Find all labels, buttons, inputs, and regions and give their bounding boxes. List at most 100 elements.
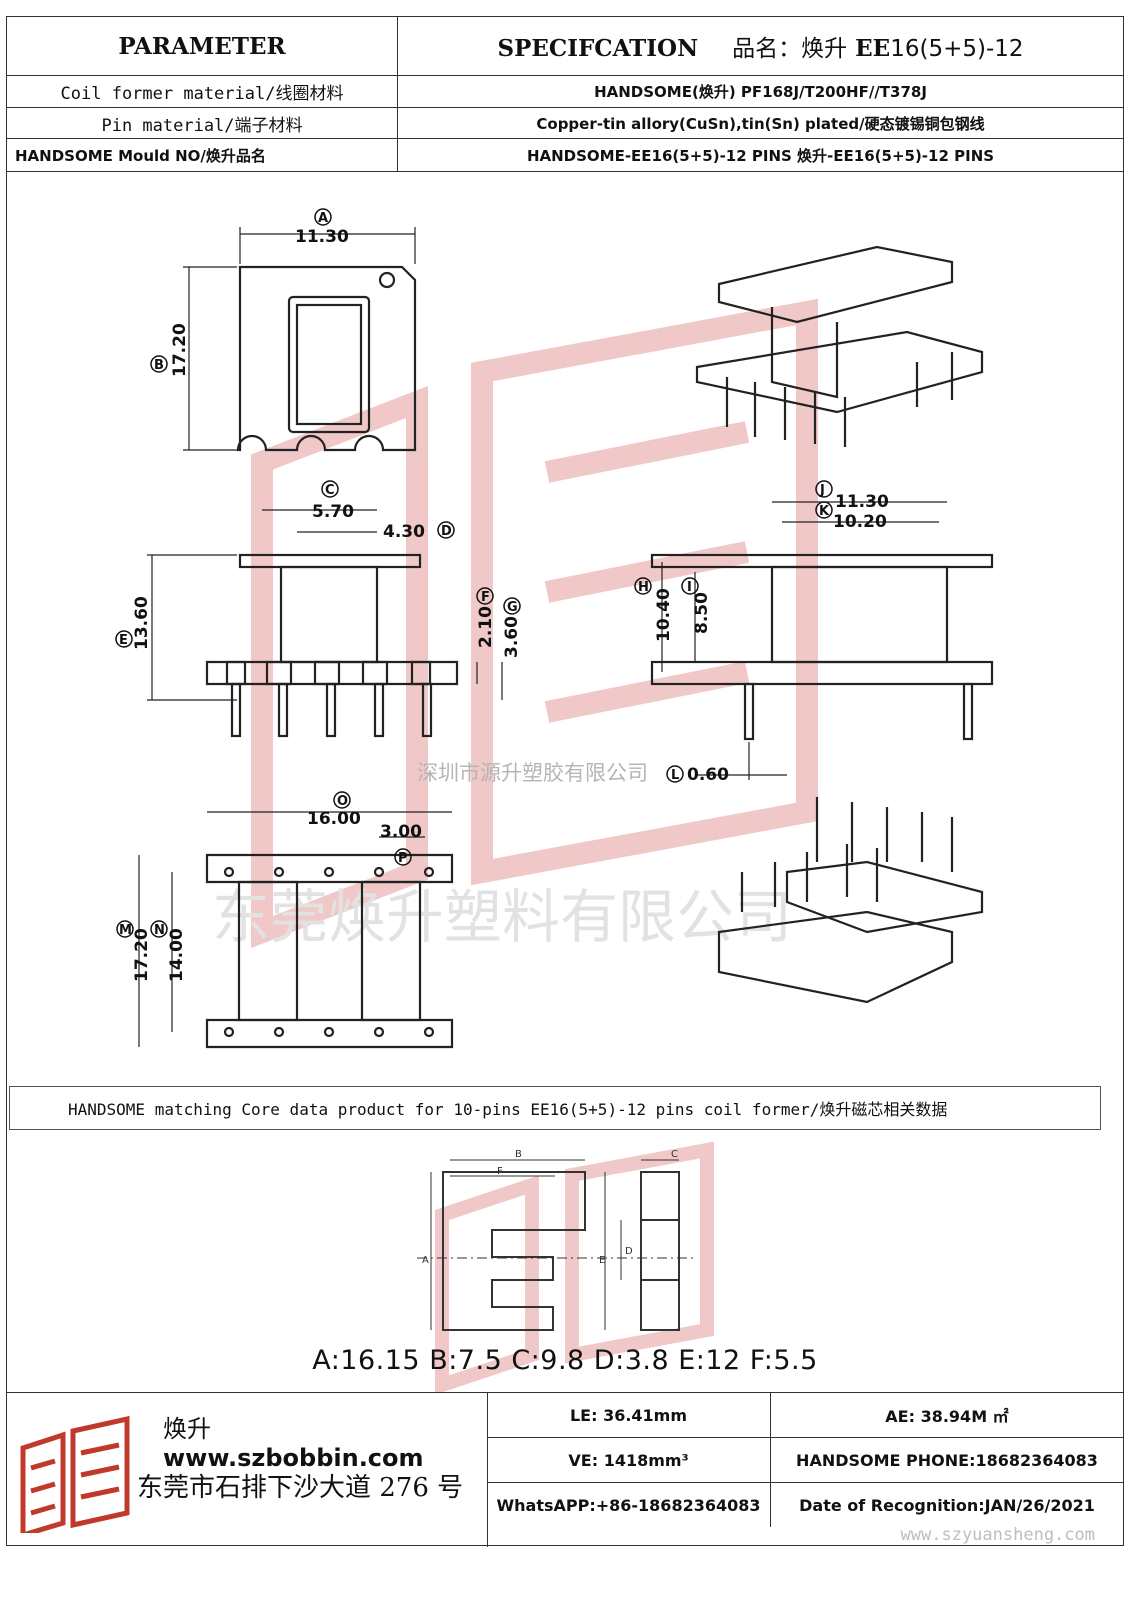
parameter-header: PARAMETER (118, 32, 286, 60)
core-side-view (640, 1171, 680, 1331)
dim-o-value: 16.00 (307, 809, 361, 829)
le-cell: LE: 36.41mm (487, 1393, 771, 1438)
letter-l: L (671, 768, 679, 783)
bottom-view-pin-holes (223, 866, 435, 1038)
parameter-header-cell: PARAMETER (7, 17, 398, 75)
brand-block: 焕升www.szbobbin.com 东莞市石排下沙大道 276 号 (7, 1393, 488, 1547)
pin-material-value: Copper-tin allory(CuSn),tin(Sn) plated/硬… (536, 114, 985, 133)
core-letter-e: E (599, 1255, 605, 1266)
core-drawing: A B C D E F (7, 1130, 1123, 1395)
core-values: A:16.15 B:7.5 C:9.8 D:3.8 E:12 F:5.5 (312, 1345, 818, 1376)
product-name-label: 品名： (732, 36, 802, 62)
pin-label-cell: Pin material/端子材料 (7, 108, 398, 138)
letter-a: A (318, 211, 328, 226)
bottom-view-leg-right (360, 880, 422, 1022)
core-svg: A B C D E F (417, 1141, 714, 1395)
top-view-outline (236, 265, 417, 452)
pin-material-label: Pin material/端子材料 (101, 115, 303, 136)
core-data-title-text: HANDSOME matching Core data product for … (68, 1100, 948, 1119)
iso-view-top (695, 245, 984, 447)
letter-g: G (507, 600, 518, 615)
drawing-svg: 东莞焕升塑料有限公司 深圳市源升塑胶有限公司 (115, 208, 994, 1049)
header-row: PARAMETER SPECIFCATION 品名：焕升 EE16(5+5)-1… (7, 17, 1123, 76)
dim-f-value: 2.10 (476, 606, 496, 648)
core-data-title: HANDSOME matching Core data product for … (9, 1086, 1101, 1130)
product-code-prefix: EE (855, 35, 891, 62)
technical-drawing: 东莞焕升塑料有限公司 深圳市源升塑胶有限公司 (7, 172, 1123, 1087)
phone-value[interactable]: HANDSOME PHONE:18682364083 (796, 1450, 1098, 1470)
spec-sheet: PARAMETER SPECIFCATION 品名：焕升 EE16(5+5)-1… (6, 16, 1124, 1547)
ve-cell: VE: 1418mm³ (487, 1438, 771, 1483)
whatsapp-value[interactable]: WhatsAPP:+86-18682364083 (496, 1495, 761, 1515)
dim-j-value: 11.30 (835, 492, 889, 512)
mould-no-label: HANDSOME Mould NO/焕升品名 (15, 146, 266, 165)
letter-n: N (154, 923, 165, 938)
dim-n-value: 14.00 (167, 928, 187, 982)
material-value-cell: HANDSOME(焕升) PF168J/T200HF//T378J (398, 76, 1123, 107)
top-view-pin1-marker (378, 271, 396, 289)
core-letter-f: F (497, 1166, 503, 1177)
website-link[interactable]: www.szbobbin.com (163, 1444, 424, 1472)
mould-label-cell: HANDSOME Mould NO/焕升品名 (7, 139, 398, 171)
phone-cell: HANDSOME PHONE:18682364083 (771, 1438, 1123, 1483)
iso-view-bottom (717, 797, 984, 1004)
company-address: 东莞市石排下沙大道 276 号 (137, 1473, 464, 1503)
top-view-window (287, 295, 371, 434)
coil-former-material-value: HANDSOME(焕升) PF168J/T200HF//T378J (594, 83, 927, 101)
front-view-core (279, 565, 379, 664)
bottom-view-top-rail (205, 853, 454, 884)
material-row: Coil former material/线圈材料 HANDSOME(焕升) P… (7, 76, 1123, 108)
letter-e: E (119, 633, 128, 648)
dimension-letters: A B C D E F G H I J K (115, 208, 833, 938)
dim-e-value: 13.60 (132, 596, 152, 650)
footer: 焕升www.szbobbin.com 东莞市石排下沙大道 276 号 LE: 3… (7, 1392, 1123, 1547)
dim-l-value: 0.60 (687, 765, 729, 785)
footer-data-grid: LE: 36.41mm AE: 38.94M ㎡ VE: 1418mm³ HAN… (487, 1393, 1123, 1547)
pin-row: Pin material/端子材料 Copper-tin allory(CuSn… (7, 108, 1123, 139)
whatsapp-cell: WhatsAPP:+86-18682364083 (487, 1483, 771, 1527)
dim-p-value: 3.00 (380, 822, 422, 842)
letter-m: M (119, 923, 132, 938)
dim-i-value: 8.50 (692, 592, 712, 634)
letter-h: H (638, 580, 649, 595)
date-cell: Date of Recognition:JAN/26/2021 (771, 1483, 1123, 1527)
ae-cell: AE: 38.94M ㎡ (771, 1393, 1123, 1438)
dim-k-value: 10.20 (833, 512, 887, 532)
ae-value: AE: 38.94M ㎡ (885, 1407, 1009, 1426)
coil-former-material-label: Coil former material/线圈材料 (60, 84, 344, 104)
core-letter-b: B (515, 1149, 522, 1160)
core-dimension-letters: A B C D E F (422, 1149, 678, 1266)
side-view-base (650, 660, 994, 686)
material-label-cell: Coil former material/线圈材料 (7, 76, 398, 107)
specification-title: SPECIFCATION (497, 35, 699, 62)
company-logo (20, 1415, 130, 1533)
dim-g-value: 3.60 (502, 616, 522, 658)
dim-b-value: 17.20 (170, 323, 190, 377)
letter-f: F (481, 590, 490, 605)
le-value: LE: 36.41mm (569, 1405, 688, 1425)
brand-cn: 焕升 (163, 1415, 211, 1443)
letter-p: P (398, 851, 408, 866)
side-view-pins (743, 682, 974, 741)
letter-o: O (337, 794, 348, 809)
product-name-brand: 焕升 (801, 36, 848, 62)
top-view-window-inner (295, 303, 363, 426)
bottom-view-bottom-rail (205, 1018, 454, 1049)
letter-b: B (154, 358, 164, 373)
dim-c-value: 5.70 (312, 502, 354, 522)
mould-row: HANDSOME Mould NO/焕升品名 HANDSOME-EE16(5+5… (7, 139, 1123, 172)
dim-m-value: 17.20 (132, 928, 152, 982)
mould-no-value: HANDSOME-EE16(5+5)-12 PINS 焕升-EE16(5+5)-… (526, 146, 995, 165)
core-letter-c: C (671, 1149, 678, 1160)
dim-a-value: 11.30 (295, 227, 349, 247)
core-e-shape (442, 1171, 586, 1331)
letter-j: J (819, 483, 825, 498)
date-value: Date of Recognition:JAN/26/2021 (799, 1495, 1095, 1515)
front-view-pins (230, 682, 433, 738)
mould-value-cell: HANDSOME-EE16(5+5)-12 PINS 焕升-EE16(5+5)-… (398, 139, 1123, 171)
core-letter-a: A (422, 1255, 429, 1266)
spec-header-cell: SPECIFCATION 品名：焕升 EE16(5+5)-12 (398, 17, 1123, 75)
letter-i: I (687, 580, 692, 595)
bottom-view-leg-left (237, 880, 299, 1022)
watermark-small: 深圳市源升塑胶有限公司 (417, 761, 648, 785)
